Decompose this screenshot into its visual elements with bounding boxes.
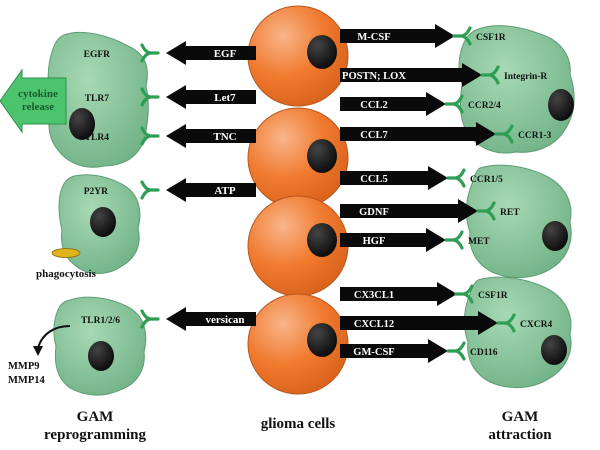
arrow-right-3 <box>340 92 446 116</box>
glioma-nucleus-2 <box>307 139 337 173</box>
mmp-label-2: MMP14 <box>8 375 45 386</box>
arrow-right-7 <box>340 228 446 252</box>
arrow-right-4 <box>340 122 496 146</box>
ligand-right-5: CCL5 <box>360 174 387 185</box>
receptor-label-left-4: P2YR <box>84 187 108 197</box>
caption-center: glioma cells <box>261 416 336 432</box>
caption-right-2: attraction <box>488 427 552 443</box>
receptor-label-left-3: TLR4 <box>85 133 110 143</box>
gam-nucleus-left-2 <box>90 207 116 237</box>
gam-nucleus-left-1 <box>69 108 95 140</box>
receptor-left-2 <box>140 87 160 107</box>
phagocytosis-label: phagocytosis <box>36 268 97 280</box>
receptor-left-1 <box>140 43 160 63</box>
cytokine-label-2: release <box>22 101 54 113</box>
arrow-right-8 <box>340 282 457 306</box>
receptor-right-7 <box>444 230 464 250</box>
glioma-cells <box>247 5 349 395</box>
arrow-left-4 <box>166 178 256 202</box>
ligand-right-8: CX3CL1 <box>354 290 394 301</box>
gam-nucleus-left-3 <box>88 341 114 371</box>
receptor-label-left-1: EGFR <box>84 50 111 60</box>
ligand-right-9: CXCL12 <box>354 319 394 330</box>
ligand-right-6: GDNF <box>359 207 389 218</box>
arrow-left-1 <box>166 41 256 65</box>
ligand-left-5: versican <box>205 314 244 326</box>
receptor-right-4 <box>494 124 514 144</box>
cytokine-release-shape <box>0 68 67 134</box>
receptor-right-2 <box>480 65 500 85</box>
receptor-label-right-5: CCR1/5 <box>470 175 503 185</box>
cytokine-label-1: cytokine <box>18 88 58 100</box>
arrow-right-10 <box>340 339 448 363</box>
receptor-right-9 <box>496 313 516 333</box>
ligand-right-7: HGF <box>363 236 386 247</box>
glioma-nucleus-3 <box>307 223 337 257</box>
phagocytosis-particle <box>51 248 81 258</box>
arrow-right-6 <box>340 199 478 223</box>
receptor-right-3 <box>444 94 464 114</box>
gam-nucleus-right-2 <box>542 221 568 251</box>
caption-right-1: GAM <box>502 409 539 425</box>
receptor-right-8 <box>454 284 474 304</box>
ligand-left-2: Let7 <box>214 92 236 104</box>
arrow-right-9 <box>340 311 498 335</box>
receptor-label-right-1: CSF1R <box>476 33 506 43</box>
arrow-right-5 <box>340 166 448 190</box>
mmp-arrow-head <box>33 346 43 356</box>
caption-left-2: reprogramming <box>44 427 146 443</box>
receptor-left-3 <box>140 126 160 146</box>
ligand-right-10: GM-CSF <box>353 347 394 358</box>
receptor-label-right-6: RET <box>500 208 520 218</box>
receptor-label-right-2: Integrin-R <box>504 72 547 82</box>
glioma-nucleus-4 <box>307 323 337 357</box>
caption-left-1: GAM <box>77 409 114 425</box>
receptor-label-right-3: CCR2/4 <box>468 101 501 111</box>
receptor-right-10 <box>446 341 466 361</box>
ligand-left-4: ATP <box>214 185 235 197</box>
receptor-label-right-9: CXCR4 <box>520 320 552 330</box>
gam-cell-right-1 <box>458 25 575 154</box>
receptor-label-left-2: TLR7 <box>85 94 110 104</box>
mmp-curved-arrow <box>37 325 71 349</box>
receptor-left-5 <box>140 309 160 329</box>
receptor-right-6 <box>476 201 496 221</box>
ligand-left-3: TNC <box>213 131 236 143</box>
receptor-label-right-4: CCR1-3 <box>518 131 551 141</box>
arrow-right-1 <box>340 24 455 48</box>
glioma-nucleus-1 <box>307 35 337 69</box>
receptor-right-1 <box>452 26 472 46</box>
ligand-right-3: CCL2 <box>360 100 387 111</box>
ligand-right-2: POSTN; LOX <box>342 71 406 82</box>
arrow-left-3 <box>166 124 256 148</box>
receptor-right-5 <box>446 168 466 188</box>
arrow-right-2 <box>340 63 482 87</box>
mmp-label-1: MMP9 <box>8 361 40 372</box>
receptor-label-right-10: CD116 <box>470 348 498 358</box>
ligand-right-1: M-CSF <box>357 32 390 43</box>
gam-cell-right-2 <box>465 164 572 279</box>
receptor-label-right-7: MET <box>468 237 490 247</box>
receptor-label-right-8: CSF1R <box>478 291 508 301</box>
ligand-right-4: CCL7 <box>360 130 387 141</box>
receptor-label-left-5: TLR1/2/6 <box>81 316 120 326</box>
ligand-left-1: EGF <box>214 48 237 60</box>
arrow-left-2 <box>166 85 256 109</box>
receptor-left-4 <box>140 180 160 200</box>
gam-nucleus-right-3 <box>541 335 567 365</box>
gam-nucleus-right-1 <box>548 89 574 121</box>
arrow-left-5 <box>166 307 256 331</box>
